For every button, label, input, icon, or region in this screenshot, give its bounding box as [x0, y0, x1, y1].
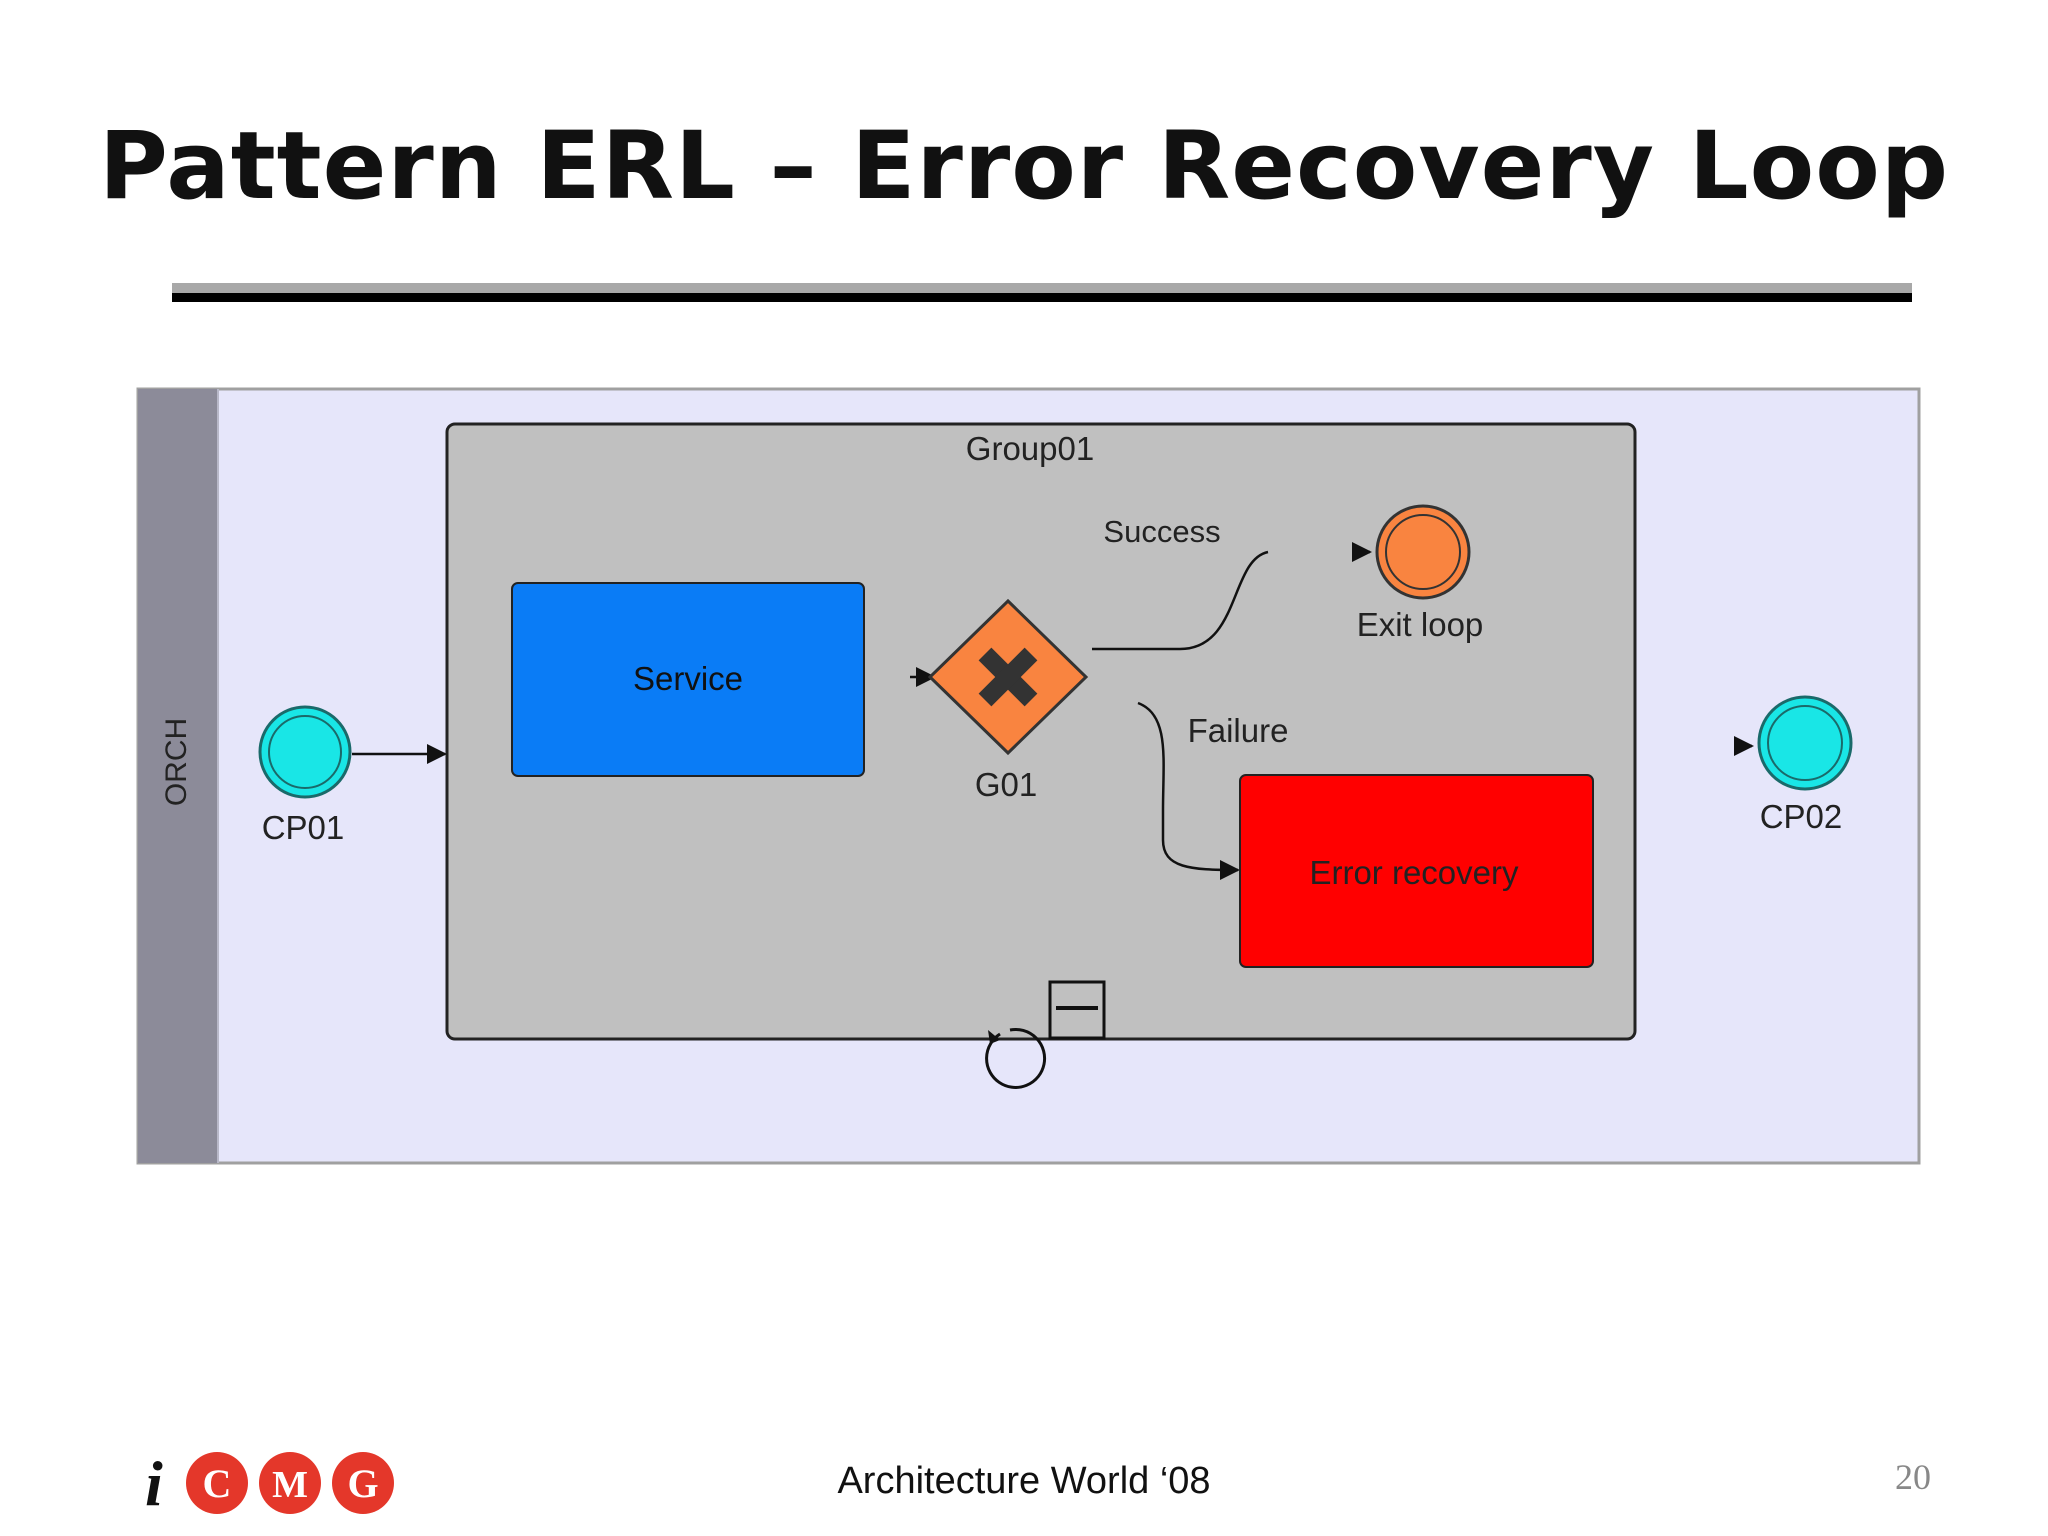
- title-rule-gray: [172, 283, 1912, 293]
- flow-failure: [1137, 701, 1240, 880]
- gateway-label: G01: [975, 766, 1037, 803]
- group-label: Group01: [966, 430, 1094, 467]
- error-recovery-task[interactable]: [1239, 774, 1594, 968]
- start-event-label: CP01: [262, 809, 345, 846]
- flow-success: [1092, 550, 1269, 651]
- service-task[interactable]: [511, 582, 865, 777]
- exit-loop-label: Exit loop: [1357, 606, 1484, 643]
- error-recovery-label: Error recovery: [1309, 854, 1519, 891]
- exit-loop-event-icon[interactable]: [1375, 504, 1471, 600]
- flow-failure-label: Failure: [1188, 712, 1289, 749]
- logo-g: G: [347, 1461, 378, 1506]
- slide-title: Pattern ERL – Error Recovery Loop: [98, 112, 1950, 221]
- icmg-logo: i C M G: [145, 1448, 394, 1519]
- logo-i: i: [145, 1448, 163, 1519]
- collapse-marker-icon[interactable]: [1048, 980, 1106, 1040]
- end-event-label: CP02: [1760, 798, 1843, 835]
- loop-marker-icon: [985, 1027, 1047, 1089]
- footer-text: Architecture World ‘08: [837, 1460, 1211, 1502]
- title-rule-black: [172, 293, 1912, 302]
- flow-success-label: Success: [1103, 514, 1220, 549]
- lane-label: ORCH: [160, 718, 193, 806]
- lane-header: [138, 389, 218, 1163]
- gateway-x-icon: [978, 647, 1038, 707]
- start-event-icon[interactable]: [258, 705, 352, 799]
- page-number: 20: [1895, 1457, 1931, 1497]
- logo-m: M: [272, 1464, 308, 1506]
- end-event-icon[interactable]: [1757, 695, 1853, 791]
- logo-c: C: [203, 1461, 232, 1506]
- service-task-label: Service: [633, 660, 743, 697]
